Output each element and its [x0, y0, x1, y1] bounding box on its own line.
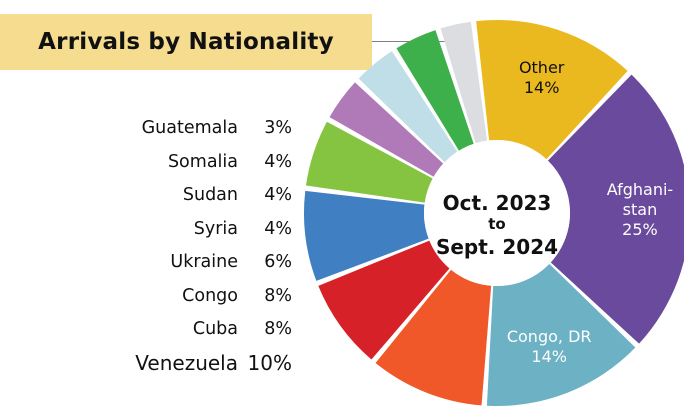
legend-label: Somalia — [167, 151, 238, 172]
legend-percent: 8% — [264, 285, 292, 306]
legend-item: Syria 4% — [70, 213, 292, 247]
legend-percent: 4% — [264, 185, 292, 205]
slice-afghanistan — [547, 74, 684, 344]
slice-label: Congo, DR — [507, 327, 592, 346]
slice-venezuela — [375, 269, 492, 406]
center-label-line-3: Sept. 2024 — [436, 235, 558, 259]
legend-label: Sudan — [182, 185, 238, 205]
slice-congo-dr — [486, 263, 636, 406]
center-label-line-1: Oct. 2023 — [443, 191, 552, 215]
slice-label: stan — [623, 200, 658, 219]
chart-title: Arrivals by Nationality — [38, 29, 334, 55]
legend-label: Syria — [193, 218, 238, 239]
donut-hole — [424, 140, 570, 286]
legend-label: Congo — [182, 285, 238, 306]
slice-congo — [304, 190, 429, 281]
slice-label: 14% — [524, 78, 560, 97]
chart-title-box: Arrivals by Nationality — [0, 14, 372, 70]
legend-percent: 3% — [264, 118, 292, 138]
slice-other — [476, 20, 628, 160]
slice-somalia — [396, 30, 474, 151]
legend: Guatemala 3% Somalia 4% Sudan 4% Syria 4… — [70, 112, 292, 380]
slice-guatemala — [440, 21, 488, 144]
slice-label: Other — [519, 58, 565, 77]
legend-item: Cuba 8% — [70, 313, 292, 347]
slice-label: Afghani- — [607, 180, 673, 199]
slice-label: 14% — [531, 347, 567, 366]
center-label-line-2: to — [488, 215, 505, 233]
legend-percent: 6% — [264, 252, 292, 272]
donut-slices — [304, 20, 684, 406]
legend-item: Guatemala 3% — [70, 112, 292, 146]
legend-item: Somalia 4% — [70, 146, 292, 180]
legend-item: Congo 8% — [70, 280, 292, 314]
slice-syria — [329, 82, 444, 177]
legend-item: Ukraine 6% — [70, 246, 292, 280]
slice-sudan — [358, 51, 458, 163]
legend-item: Sudan 4% — [70, 179, 292, 213]
slice-cuba — [318, 240, 450, 360]
legend-label: Cuba — [192, 319, 238, 339]
slice-ukraine — [305, 121, 433, 203]
legend-percent: 8% — [264, 319, 292, 339]
legend-label: Guatemala — [141, 118, 238, 138]
legend-percent: 4% — [264, 151, 292, 172]
legend-item: Venezuela 10% — [70, 347, 292, 381]
legend-percent: 10% — [247, 350, 292, 375]
slice-label: 25% — [622, 220, 658, 239]
legend-label: Venezuela — [135, 350, 238, 375]
legend-label: Ukraine — [170, 252, 238, 272]
legend-percent: 4% — [264, 218, 292, 239]
